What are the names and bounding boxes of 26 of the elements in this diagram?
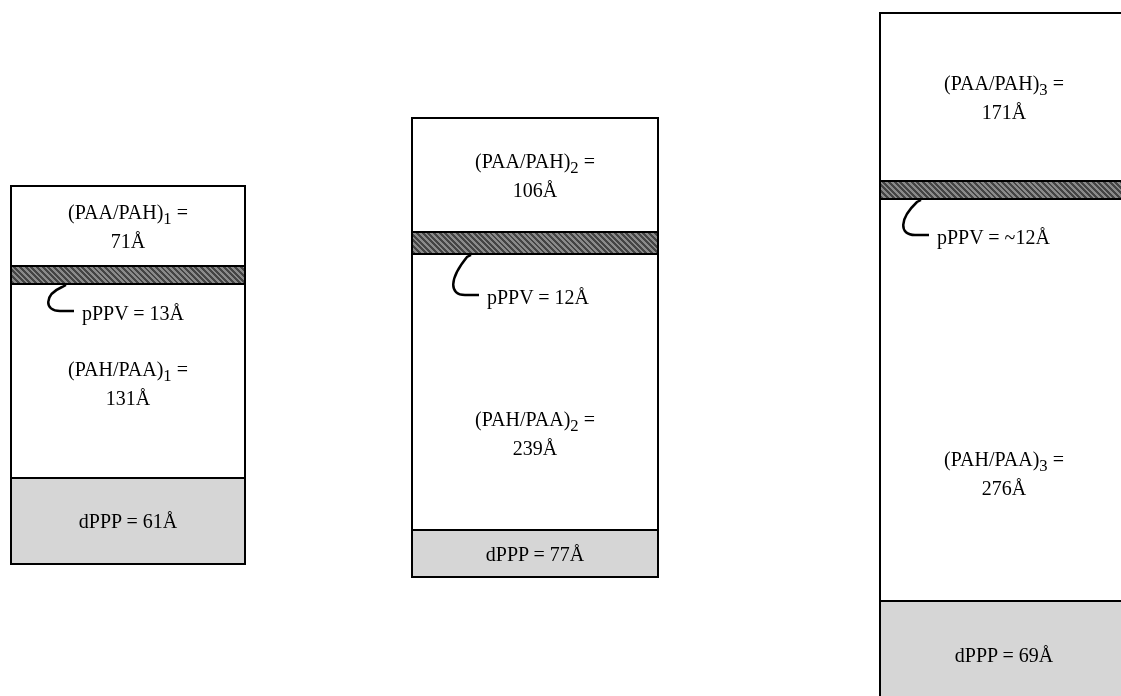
layer-box (10, 185, 246, 267)
layer-label: dPPP = 61Å (78, 509, 178, 533)
layer-box (411, 253, 659, 531)
layer-box (879, 600, 1121, 696)
leader-line (452, 253, 479, 297)
layer-label: (PAA/PAH)$_{1}$ = 71Å (67, 199, 189, 253)
thin-layer-band (10, 265, 246, 285)
leader-line (902, 198, 929, 237)
layer-box (411, 529, 659, 578)
layer-box (10, 283, 246, 479)
layer-label: (PAA/PAH)$_{2}$ = 106Å (474, 148, 596, 202)
layer-label: dPPP = 69Å (954, 643, 1054, 667)
layer-box (10, 477, 246, 565)
layer-label: (PAH/PAA)$_{2}$ = 239Å (474, 407, 596, 460)
layer-label: (PAH/PAA)$_{1}$ = 131Å (67, 357, 189, 410)
leader-line (47, 283, 74, 313)
thickness-label: pPPV = 12Å (487, 285, 590, 309)
layer-label: (PAA/PAH)$_{3}$ = 171Å (943, 70, 1065, 124)
layer-box (879, 12, 1121, 182)
thickness-label: pPPV = 13Å (82, 301, 185, 325)
layer-label: (PAH/PAA)$_{3}$ = 276Å (943, 447, 1065, 500)
thin-layer-band (411, 231, 659, 255)
thickness-label: pPPV = ~12Å (937, 225, 1050, 249)
layer-box (411, 117, 659, 233)
thin-layer-band (879, 180, 1121, 200)
layer-label: dPPP = 77Å (485, 541, 585, 566)
